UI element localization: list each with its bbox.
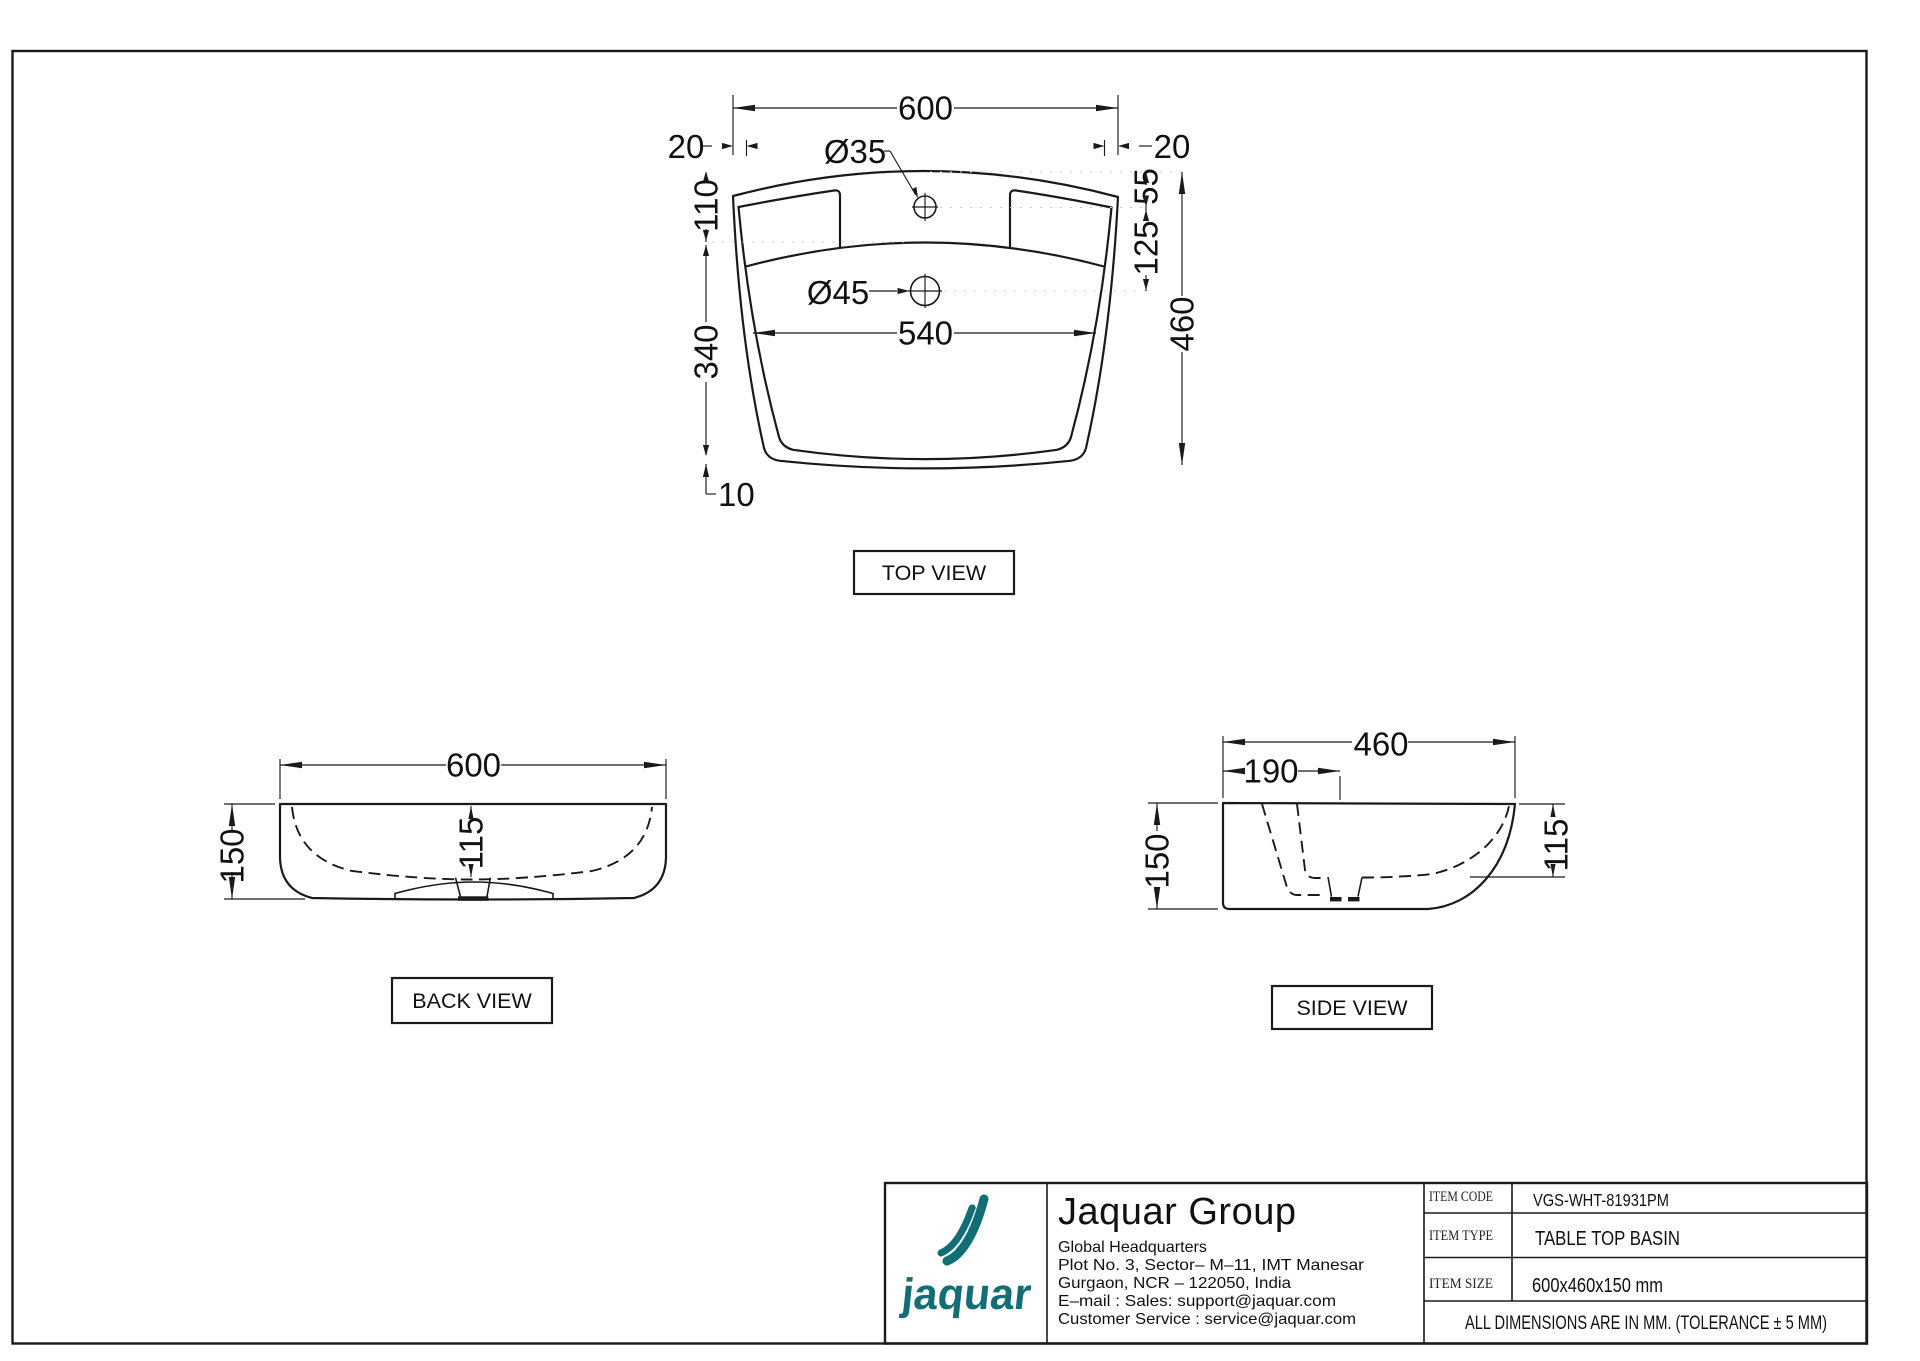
- svg-text:600x460x150 mm: 600x460x150 mm: [1532, 1275, 1663, 1297]
- svg-text:190: 190: [1243, 753, 1298, 790]
- svg-text:VGS-WHT-81931PM: VGS-WHT-81931PM: [1533, 1190, 1669, 1210]
- svg-text:540: 540: [898, 315, 953, 352]
- svg-text:125: 125: [1128, 220, 1165, 275]
- svg-text:20: 20: [668, 128, 705, 165]
- svg-text:10: 10: [718, 476, 755, 513]
- svg-text:ITEM CODE: ITEM CODE: [1429, 1189, 1493, 1205]
- svg-text:115: 115: [1538, 819, 1575, 872]
- svg-text:110: 110: [688, 179, 725, 232]
- svg-text:Jaquar Group: Jaquar Group: [1058, 1191, 1296, 1233]
- svg-text:150: 150: [1139, 833, 1176, 888]
- svg-text:Global Headquarters: Global Headquarters: [1058, 1239, 1207, 1256]
- svg-text:Plot No. 3, Sector– M–11, IMT: Plot No. 3, Sector– M–11, IMT Manesar: [1058, 1257, 1365, 1274]
- svg-text:Customer Service : service@jaq: Customer Service : service@jaquar.com: [1058, 1311, 1356, 1328]
- svg-text:150: 150: [214, 828, 251, 883]
- svg-text:600: 600: [898, 90, 953, 127]
- svg-text:340: 340: [688, 324, 725, 379]
- svg-text:TABLE TOP BASIN: TABLE TOP BASIN: [1535, 1228, 1680, 1250]
- svg-text:BACK VIEW: BACK VIEW: [412, 989, 532, 1013]
- svg-text:600: 600: [446, 747, 501, 784]
- svg-text:460: 460: [1164, 296, 1201, 351]
- svg-text:TOP VIEW: TOP VIEW: [882, 561, 987, 585]
- svg-text:ALL DIMENSIONS ARE IN MM. (TOL: ALL DIMENSIONS ARE IN MM. (TOLERANCE ± 5…: [1465, 1312, 1827, 1334]
- svg-text:ITEM SIZE: ITEM SIZE: [1429, 1276, 1493, 1292]
- svg-text:jaquar: jaquar: [898, 1270, 1033, 1319]
- svg-text:20: 20: [1154, 128, 1191, 165]
- svg-text:115: 115: [453, 817, 490, 870]
- svg-text:E–mail : Sales: support@jaquar: E–mail : Sales: support@jaquar.com: [1058, 1293, 1336, 1310]
- svg-text:SIDE VIEW: SIDE VIEW: [1296, 996, 1408, 1020]
- svg-text:ITEM TYPE: ITEM TYPE: [1429, 1228, 1493, 1244]
- svg-text:Ø45: Ø45: [807, 274, 869, 311]
- svg-text:Gurgaon, NCR – 122050, India: Gurgaon, NCR – 122050, India: [1058, 1275, 1291, 1292]
- svg-text:Ø35: Ø35: [824, 133, 886, 170]
- svg-text:460: 460: [1353, 726, 1408, 763]
